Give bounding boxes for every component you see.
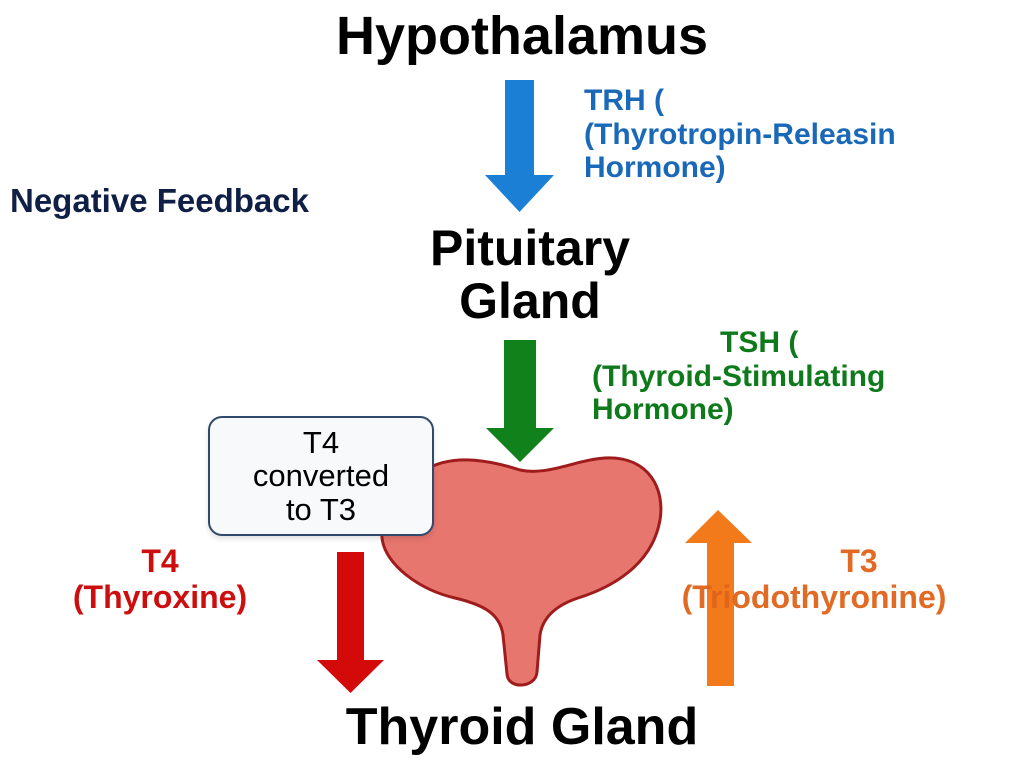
- t4-label-line2: (Thyroxine): [72, 578, 248, 615]
- pituitary-gland-node: Pituitary Gland: [372, 222, 688, 327]
- pituitary-line1: Pituitary: [429, 220, 631, 276]
- tsh-arrow: [486, 340, 554, 462]
- trh-label-line1: TRH (: [584, 84, 664, 117]
- pituitary-line2: Gland: [459, 272, 601, 329]
- trh-label: TRH ( (Thyrotropin-Releasin Hormone): [584, 84, 896, 185]
- t4-label-line1: T4: [141, 543, 179, 579]
- t3-label-line1: T3: [840, 543, 878, 579]
- t3-arrow: [685, 510, 752, 686]
- conversion-line3: to T3: [285, 491, 357, 527]
- tsh-label-line3: Hormone): [592, 393, 734, 427]
- t4-arrow: [317, 552, 384, 693]
- tsh-label: TSH ( (Thyroid-Stimulating Hormone): [592, 326, 885, 427]
- t3-label: T3 (Triodothyronine): [612, 543, 1016, 616]
- t3-label-line2: (Triodothyronine): [681, 578, 947, 615]
- trh-arrow: [485, 80, 554, 212]
- hypothalamus-node: Hypothalamus: [335, 6, 709, 66]
- t4-label: T4 (Thyroxine): [20, 543, 300, 616]
- tsh-label-line1: TSH (: [720, 326, 799, 359]
- thyroid-gland-node: Thyroid Gland: [345, 698, 699, 756]
- thyroid-gland-shape: [380, 456, 663, 687]
- conversion-line1: T4: [302, 424, 340, 460]
- trh-label-line3: Hormone): [584, 151, 726, 185]
- conversion-line2: converted: [252, 458, 390, 494]
- tsh-label-line2: (Thyroid-Stimulating: [592, 359, 886, 393]
- negative-feedback-label: Negative Feedback: [10, 182, 309, 219]
- trh-label-line2: (Thyrotropin-Releasin: [584, 117, 896, 151]
- t4-conversion-box: T4 converted to T3: [208, 416, 434, 536]
